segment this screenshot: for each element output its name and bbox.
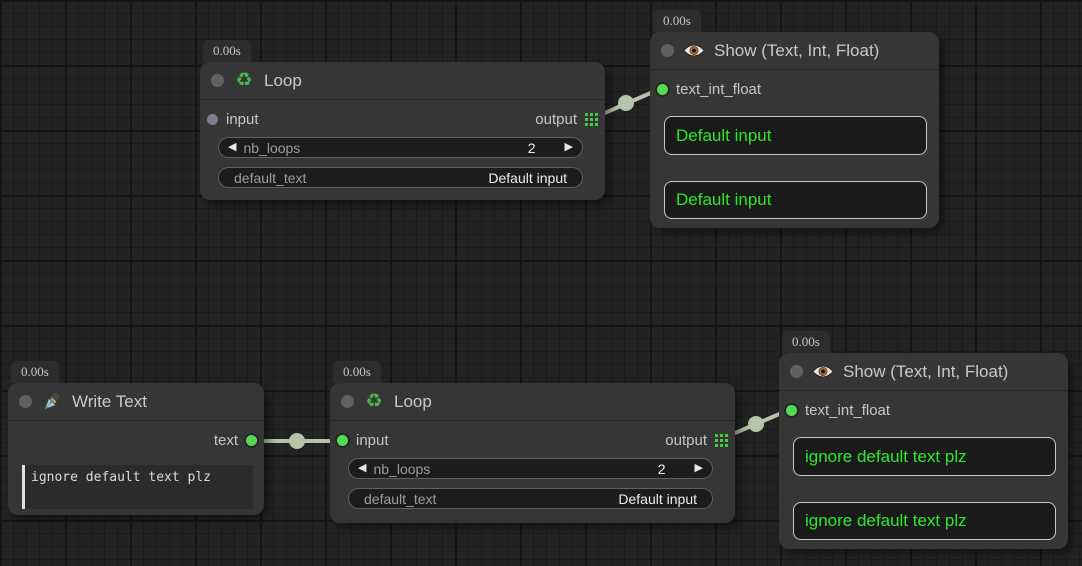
collapse-dot[interactable] (341, 395, 354, 408)
node-title: Loop (394, 391, 432, 411)
collapse-dot[interactable] (790, 365, 803, 378)
output-text-display[interactable]: Default input (664, 116, 927, 155)
input-port[interactable] (207, 113, 218, 125)
widget-value: Default input (488, 169, 567, 186)
execution-time-badge: 0.00s (333, 361, 381, 383)
input-slot-label: input (356, 431, 389, 449)
node-title: Loop (264, 70, 302, 90)
input-slot: text_int_float (786, 402, 890, 419)
text-editor-widget: ignore default text plz (22, 465, 253, 509)
collapse-dot[interactable] (661, 44, 674, 57)
input-port[interactable] (657, 83, 668, 95)
node-write-text[interactable]: 0.00s Write Text text ignore default t (8, 361, 264, 515)
decrement-arrow-icon[interactable]: ◀ (228, 141, 237, 153)
collapse-dot[interactable] (211, 74, 224, 87)
input-port[interactable] (337, 434, 348, 446)
output-slot: output (535, 111, 598, 128)
widget-value: 2 (527, 139, 536, 156)
input-slot-label: text_int_float (805, 401, 891, 419)
node-title-bar[interactable]: Write Text (8, 383, 264, 421)
eye-icon (683, 41, 705, 61)
decrement-arrow-icon[interactable]: ◀ (358, 462, 367, 474)
widget-value: 2 (657, 460, 666, 477)
node-loop-1[interactable]: 0.00s ♻ Loop input output ◀ nb_loops 2 ▶… (200, 40, 605, 200)
text-input[interactable]: ignore default text plz (22, 465, 253, 509)
collapse-dot[interactable] (19, 395, 32, 408)
increment-arrow-icon[interactable]: ▶ (564, 141, 573, 153)
node-title: Show (Text, Int, Float) (843, 361, 1009, 381)
output-slot: text (214, 432, 257, 449)
default-text-widget[interactable]: default_text Default input (348, 488, 713, 509)
output-slot: output (665, 432, 728, 449)
output-slot-label: output (535, 110, 577, 128)
increment-arrow-icon[interactable]: ▶ (694, 462, 703, 474)
eye-icon (812, 362, 834, 382)
node-title-bar[interactable]: ♻ Loop (200, 62, 605, 100)
node-show-2[interactable]: 0.00s Show (Text, Int, Float) text_int_f… (779, 331, 1068, 549)
link-midpoint-dot[interactable] (748, 416, 764, 432)
output-slot-label: text (213, 431, 238, 449)
widget-label: nb_loops (243, 139, 301, 156)
node-loop-2[interactable]: 0.00s ♻ Loop input output ◀ nb_loops 2 ▶… (330, 361, 735, 523)
display-text: ignore default text plz (805, 511, 967, 530)
output-text-display[interactable]: Default input (664, 181, 927, 219)
widget-label: default_text (234, 169, 307, 186)
text-caret (22, 465, 25, 509)
input-slot: input (207, 111, 259, 128)
recycle-icon: ♻ (235, 70, 253, 91)
input-port[interactable] (786, 404, 797, 416)
output-slot-label: output (665, 431, 707, 449)
output-port-grid-icon[interactable] (585, 112, 598, 126)
execution-time-badge: 0.00s (653, 10, 701, 32)
node-show-1[interactable]: 0.00s Show (Text, Int, Float) text_int_f… (650, 10, 939, 228)
widget-label: default_text (364, 490, 437, 507)
node-title-bar[interactable]: ♻ Loop (330, 383, 735, 421)
display-text: Default input (676, 125, 772, 145)
output-port[interactable] (246, 434, 257, 446)
node-title-bar[interactable]: Show (Text, Int, Float) (779, 353, 1068, 391)
output-port-grid-icon[interactable] (715, 433, 728, 447)
execution-time-badge: 0.00s (782, 331, 830, 353)
input-slot-label: text_int_float (676, 80, 762, 98)
widget-value: Default input (618, 490, 697, 507)
default-text-widget[interactable]: default_text Default input (218, 167, 583, 188)
widget-label: nb_loops (373, 460, 431, 477)
link-midpoint-dot[interactable] (289, 433, 305, 449)
node-title: Write Text (72, 391, 147, 411)
nb-loops-widget[interactable]: ◀ nb_loops 2 ▶ (218, 137, 583, 158)
fountain-pen-icon (41, 392, 63, 412)
execution-time-badge: 0.00s (11, 361, 59, 383)
input-slot: text_int_float (657, 81, 761, 98)
execution-time-badge: 0.00s (203, 40, 251, 62)
input-slot-label: input (226, 110, 259, 128)
output-text-display[interactable]: ignore default text plz (793, 502, 1056, 540)
output-text-display[interactable]: ignore default text plz (793, 437, 1056, 476)
node-title-bar[interactable]: Show (Text, Int, Float) (650, 32, 939, 70)
link-midpoint-dot[interactable] (618, 95, 634, 111)
nb-loops-widget[interactable]: ◀ nb_loops 2 ▶ (348, 458, 713, 479)
display-text: ignore default text plz (805, 446, 967, 466)
input-slot: input (337, 432, 389, 449)
recycle-icon: ♻ (365, 391, 383, 412)
node-title: Show (Text, Int, Float) (714, 40, 880, 60)
display-text: Default input (676, 190, 772, 209)
